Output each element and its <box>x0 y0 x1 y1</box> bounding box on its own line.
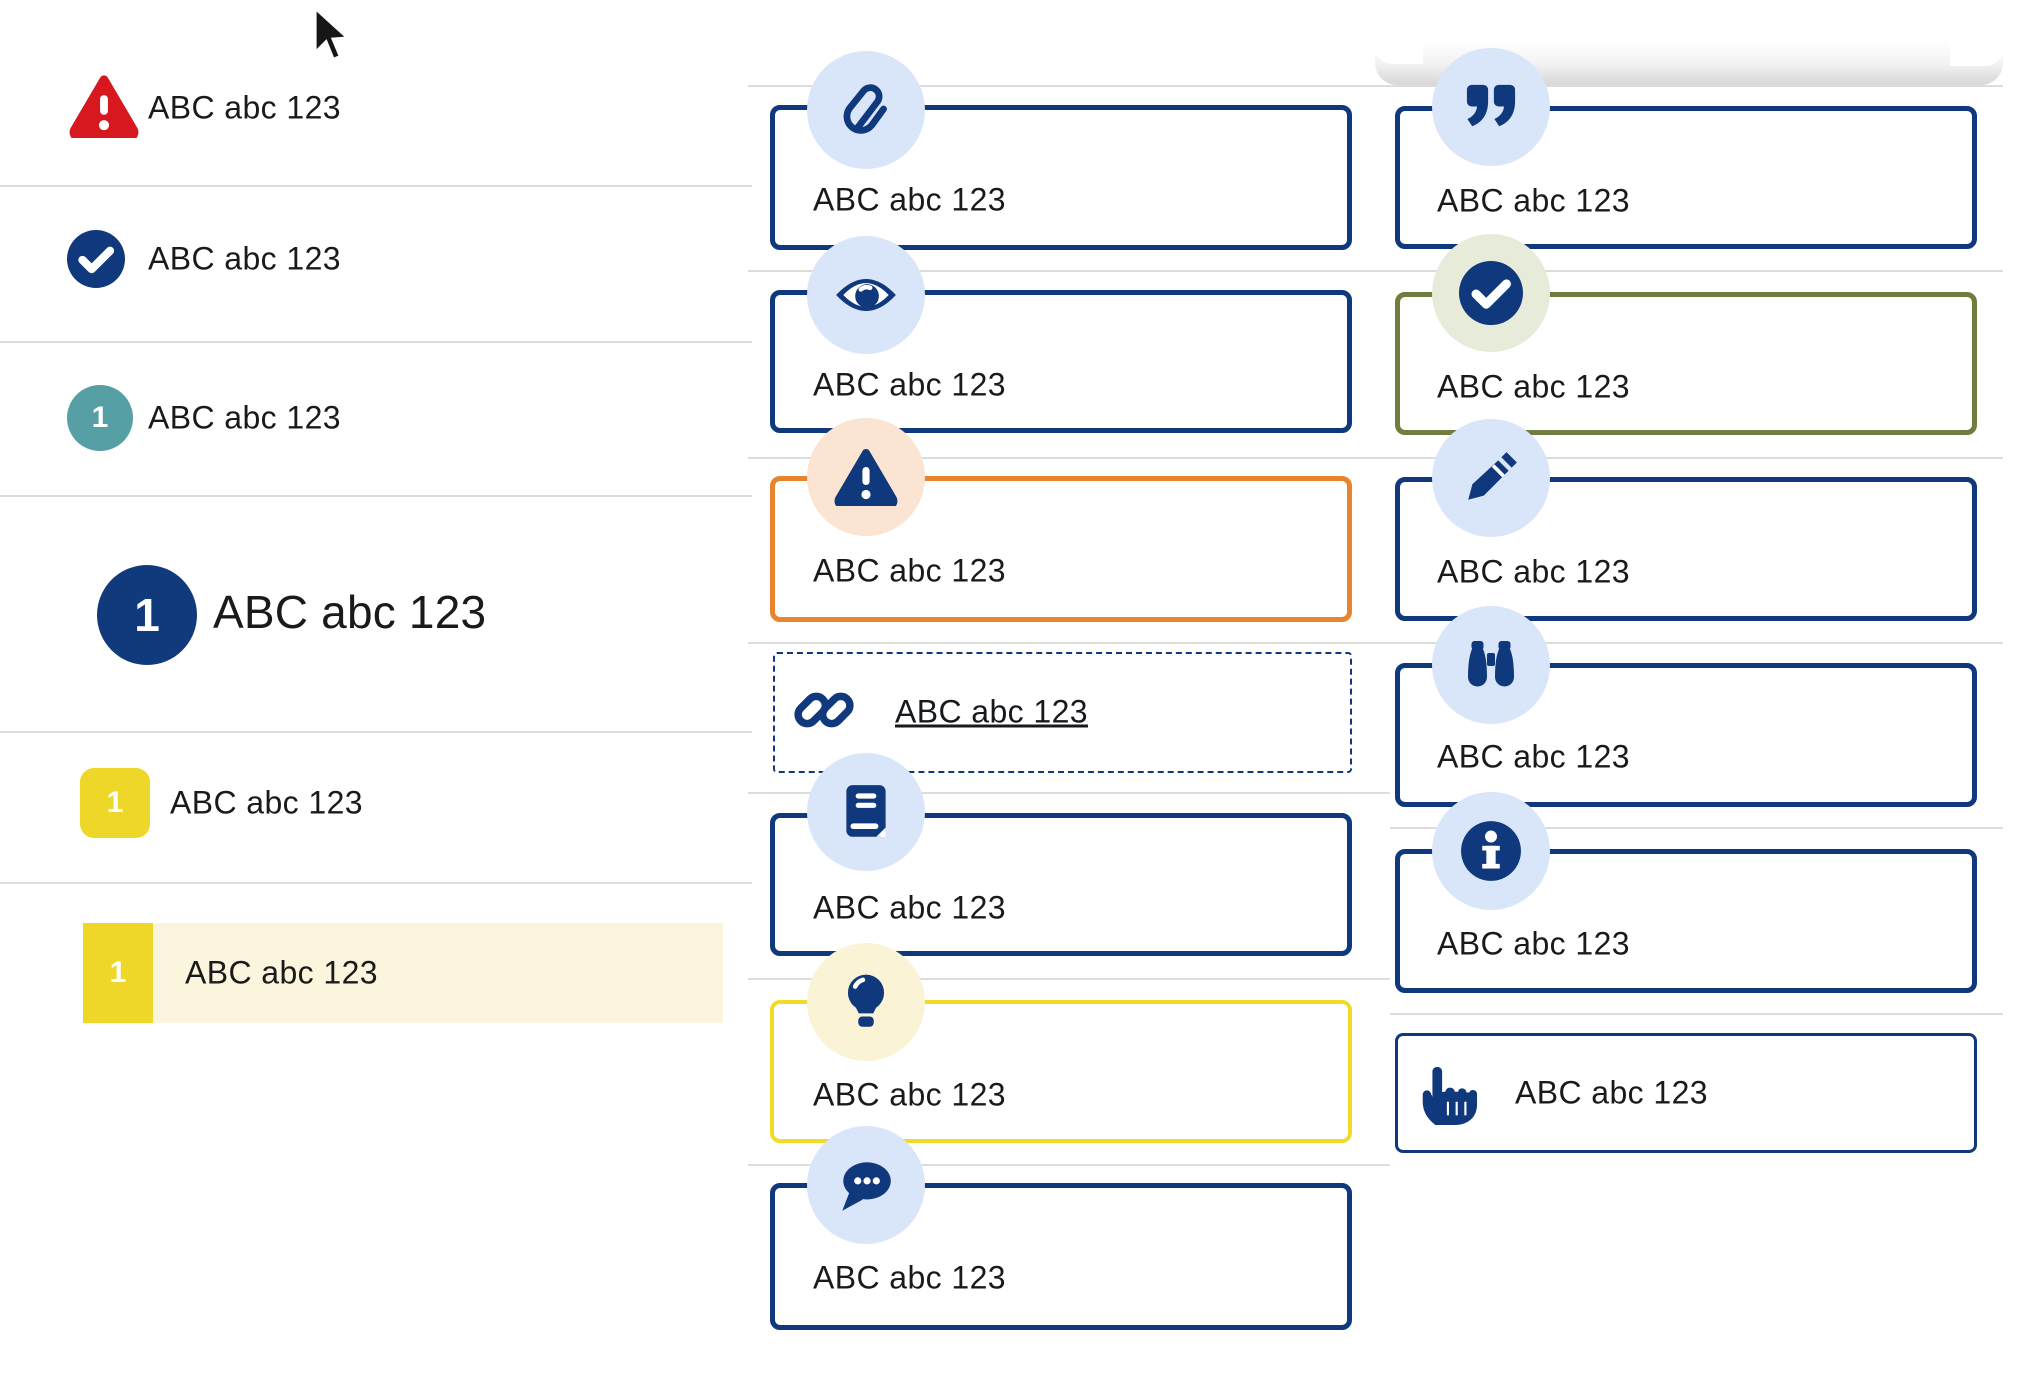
book-icon <box>807 753 925 871</box>
divider <box>748 1164 1390 1166</box>
divider <box>748 978 1390 980</box>
list-item-label: ABC abc 123 <box>148 399 341 436</box>
callout-box-link <box>773 652 1352 773</box>
divider <box>748 457 2003 459</box>
divider <box>748 642 2003 644</box>
callout-label: ABC abc 123 <box>1437 738 1630 775</box>
top-right-card-edge-right-corner <box>1950 36 2005 66</box>
pointing-hand-icon <box>1414 1058 1478 1130</box>
divider <box>748 270 2003 272</box>
list-item-label: ABC abc 123 <box>185 954 378 991</box>
divider <box>0 185 752 187</box>
callout-label: ABC abc 123 <box>1515 1074 1708 1111</box>
pencil-icon <box>1432 419 1550 537</box>
divider <box>1390 827 2003 829</box>
callout-label: ABC abc 123 <box>813 181 1006 218</box>
info-icon <box>1432 792 1550 910</box>
check-circle-icon <box>67 230 125 288</box>
divider <box>0 731 752 733</box>
list-item-label: ABC abc 123 <box>148 240 341 277</box>
numbered-badge-teal: 1 <box>67 385 133 451</box>
callout-label: ABC abc 123 <box>1437 182 1630 219</box>
numbered-square-yellow: 1 <box>80 768 150 838</box>
numbered-circle-navy-large: 1 <box>97 565 197 665</box>
link-icon <box>792 678 856 742</box>
callout-label: ABC abc 123 <box>813 889 1006 926</box>
callout-label: ABC abc 123 <box>813 1259 1006 1296</box>
eye-icon <box>807 236 925 354</box>
mouse-cursor <box>312 6 360 72</box>
callout-label: ABC abc 123 <box>1437 553 1630 590</box>
callout-label: ABC abc 123 <box>813 1076 1006 1113</box>
callout-box-action <box>1395 1033 1977 1153</box>
callout-label: ABC abc 123 <box>1437 925 1630 962</box>
numbered-square-yellow-highlighted: 1 <box>83 923 153 1023</box>
divider <box>748 792 1390 794</box>
divider <box>0 495 752 497</box>
chat-bubble-icon <box>807 1126 925 1244</box>
divider <box>748 85 2003 87</box>
alert-triangle-icon <box>69 74 139 138</box>
divider <box>0 341 752 343</box>
warning-triangle-icon <box>807 418 925 536</box>
section-heading: ABC abc 123 <box>213 586 487 638</box>
binoculars-icon <box>1432 606 1550 724</box>
list-item-label: ABC abc 123 <box>170 784 363 821</box>
callout-label: ABC abc 123 <box>813 552 1006 589</box>
quote-icon <box>1432 48 1550 166</box>
callout-label: ABC abc 123 <box>1437 368 1630 405</box>
divider <box>1390 1013 2003 1015</box>
callout-link[interactable]: ABC abc 123 <box>895 693 1088 730</box>
paperclip-icon <box>807 51 925 169</box>
row-highlight <box>83 923 723 1023</box>
callout-label: ABC abc 123 <box>813 366 1006 403</box>
lightbulb-icon <box>807 943 925 1061</box>
callout-box-info <box>1395 849 1977 993</box>
check-circle-icon <box>1432 234 1550 352</box>
list-item-label: ABC abc 123 <box>148 89 341 126</box>
callout-box-explore <box>1395 663 1977 807</box>
top-right-card-edge-left-corner <box>1373 36 1423 64</box>
divider <box>0 882 752 884</box>
